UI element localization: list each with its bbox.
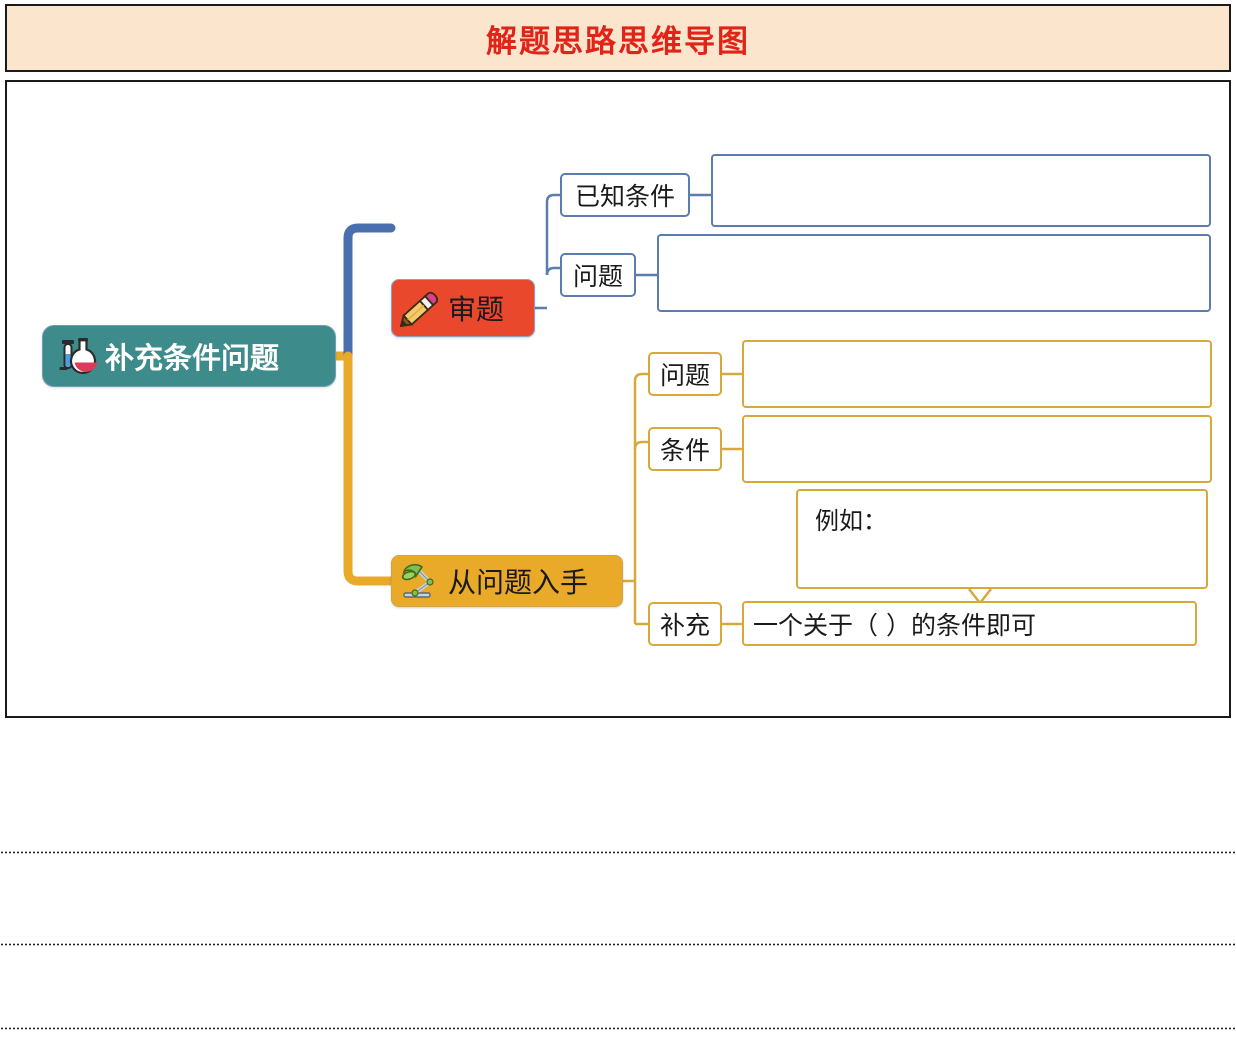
mindmap-root-label: 补充条件问题	[105, 341, 280, 375]
mindmap-root-node[interactable]: 补充条件问题	[42, 325, 336, 387]
worksheet-title-bar: 解题思路思维导图	[5, 4, 1231, 72]
mindmap-node-wenti-congwenti-label: 问题	[659, 361, 710, 390]
desk-lamp-icon	[398, 560, 444, 602]
mindmap-node-tiaojian-label: 条件	[659, 436, 710, 465]
pencil-icon	[398, 287, 444, 329]
mindmap-node-wenti-congwenti[interactable]: 问题	[648, 352, 722, 396]
answer-box-wenti-congwenti[interactable]	[742, 340, 1212, 408]
mindmap-node-buchong-label: 补充	[659, 611, 710, 640]
connector-shenti-to-wenti	[545, 266, 560, 276]
answer-box-yizhitiaojian[interactable]	[711, 154, 1211, 227]
connector-shenti-to-yizhitiaojian	[545, 193, 560, 203]
writing-line-3	[0, 1027, 1236, 1030]
page-title: 解题思路思维导图	[486, 23, 750, 60]
mindmap-diagram-frame: 补充条件问题 审题	[5, 80, 1231, 718]
connector-congwenti-to-tiaojian	[633, 440, 648, 450]
callout-liru-label: 例如：	[815, 507, 887, 535]
mindmap-node-tiaojian[interactable]: 条件	[648, 427, 722, 471]
mindmap-branch-shenti-label: 审题	[448, 293, 505, 326]
mindmap-node-wenti-shenti-label: 问题	[572, 262, 623, 291]
answer-box-buchong[interactable]: 一个关于（ ）的条件即可	[742, 601, 1197, 646]
answer-box-wenti-shenti[interactable]	[657, 234, 1211, 312]
mindmap-node-yizhitiaojian[interactable]: 已知条件	[560, 173, 690, 217]
mindmap-branch-congwenti[interactable]: 从问题入手	[391, 555, 623, 607]
mindmap-node-buchong[interactable]: 补充	[648, 602, 722, 646]
writing-line-2	[0, 943, 1236, 946]
mindmap-node-yizhitiaojian-label: 已知条件	[574, 182, 675, 211]
mindmap-branch-congwenti-label: 从问题入手	[448, 566, 589, 599]
flask-icon	[57, 336, 99, 376]
mindmap-branch-shenti[interactable]: 审题	[391, 279, 535, 337]
connector-congwenti-to-wenti	[633, 372, 648, 382]
writing-line-1	[0, 851, 1236, 854]
callout-box-liru[interactable]: 例如：	[796, 489, 1208, 589]
mindmap-node-wenti-shenti[interactable]: 问题	[560, 253, 636, 297]
answer-buchong-text: 一个关于（ ）的条件即可	[753, 610, 1036, 640]
answer-box-tiaojian[interactable]	[742, 415, 1212, 483]
connector-root-to-branch-shenti	[343, 223, 396, 361]
connector-root-to-branch-congwenti	[343, 351, 396, 586]
